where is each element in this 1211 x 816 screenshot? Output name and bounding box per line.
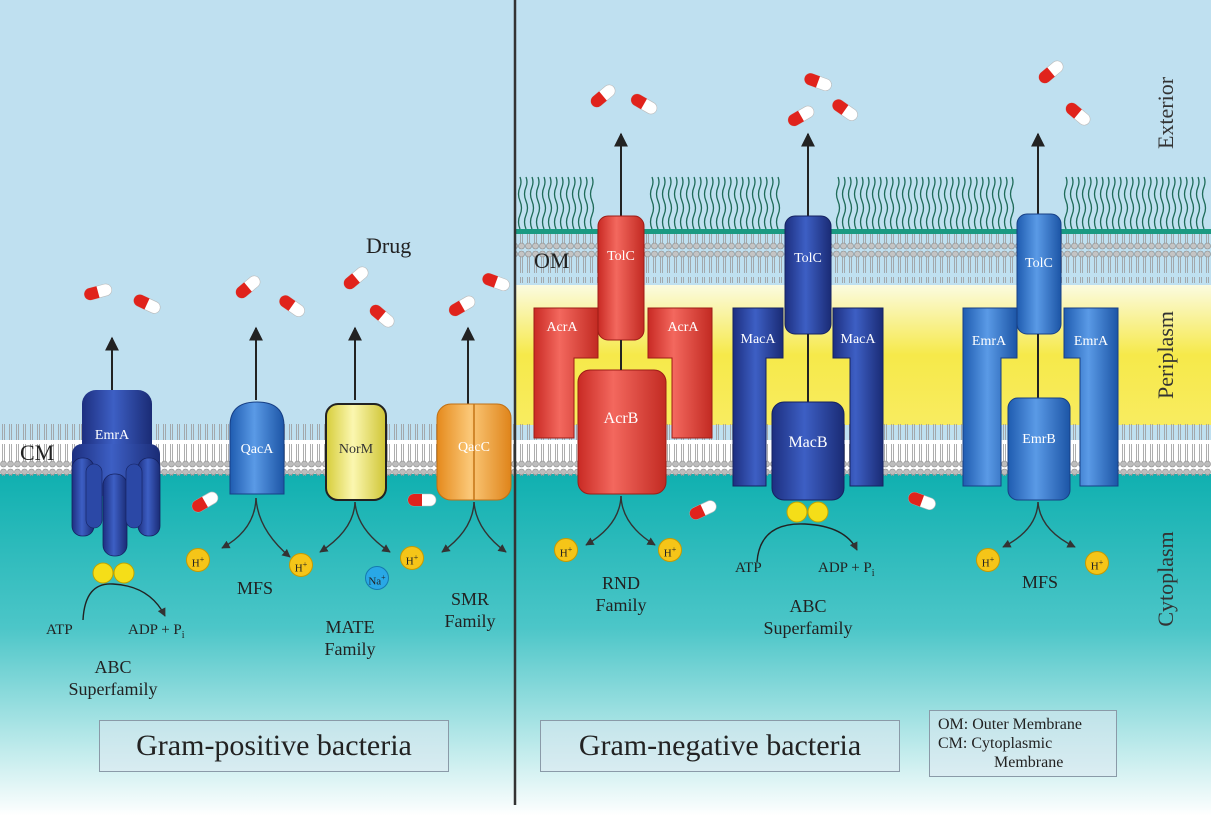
maca-left-protein [732,307,784,487]
acrb-protein [577,369,667,495]
abc-superfamily-left-label: ABC Superfamily [68,657,158,699]
sodium-ion: Na+ [365,566,389,590]
emra-right-right-protein [1063,307,1119,487]
norm-protein [325,403,387,501]
rnd-family-label: RND Family [595,573,647,615]
atp-binding-domain [786,501,829,523]
om-label: OM [534,248,570,273]
proton-flux-arrows [221,495,1076,558]
adp-label-left: ADP + Pi [128,622,185,641]
atp-hydrolysis-arrows [82,523,858,621]
proton-ion: H+ [1085,551,1109,575]
acra-right-label: AcrA [667,320,699,335]
exterior-region-label: Exterior [1153,76,1178,150]
maca-right-protein [832,307,884,487]
qacc-protein [436,403,512,501]
norm-label: NorM [338,442,374,457]
proton-ion: H+ [186,548,210,572]
tolc-label-1: TolC [607,249,635,264]
legend-cm: CM: Cytoplasmic [938,735,1053,752]
proton-ion: H+ [976,548,1000,572]
drug-label: Drug [366,233,412,258]
tolc-protein-2 [784,215,832,335]
macb-protein [771,401,845,501]
abc-superfamily-right-label: ABC Superfamily [763,596,853,638]
mfs-label: MFS [236,578,274,598]
emra-right-left-label: EmrA [971,334,1007,349]
cm-label: CM [20,440,55,465]
qaca-protein [229,401,285,495]
abbreviation-legend: OM: Outer Membrane CM: Cytoplasmic Membr… [929,710,1117,777]
gram-positive-title: Gram-positive bacteria [99,720,449,772]
maca-left-label: MacA [740,332,776,347]
proton-ion: H+ [554,538,578,562]
emrb-protein [1007,397,1071,501]
atp-label-right: ATP [735,560,762,576]
proton-ion: H+ [289,553,313,577]
acrb-label: AcrB [603,410,639,427]
tolc-protein-1 [597,215,645,341]
emra-label: EmrA [94,428,130,443]
qaca-label: QacA [240,442,274,457]
qacc-label: QacC [458,440,490,455]
proton-ion: H+ [400,546,424,570]
proton-ion: H+ [658,538,682,562]
periplasm-region-label: Periplasm [1153,311,1178,399]
mfs-right-label: MFS [1021,572,1059,592]
legend-om: OM: Outer Membrane [938,716,1082,733]
acra-left-label: AcrA [546,320,578,335]
tolc-label-3: TolC [1025,256,1053,271]
emra-right-right-label: EmrA [1073,334,1109,349]
tolc-protein-3 [1016,213,1062,335]
macb-label: MacB [788,434,828,451]
cytoplasm-region-label: Cytoplasm [1153,531,1178,627]
smr-family-label: SMR Family [444,589,496,631]
emra-abc-transporter [71,390,161,584]
lipopolysaccharide-chains [517,176,1207,230]
mate-family-label: MATE Family [324,617,376,659]
outer-membrane-surface [516,229,1211,234]
legend-cm-2: Membrane [994,754,1064,771]
adp-label-right: ADP + Pi [818,560,875,579]
acra-right-protein [647,307,713,439]
tolc-label-2: TolC [794,251,822,266]
acra-left-protein [533,307,599,439]
emrb-label: EmrB [1022,432,1056,447]
maca-right-label: MacA [840,332,876,347]
gram-negative-title: Gram-negative bacteria [540,720,900,772]
atp-label-left: ATP [46,622,73,638]
